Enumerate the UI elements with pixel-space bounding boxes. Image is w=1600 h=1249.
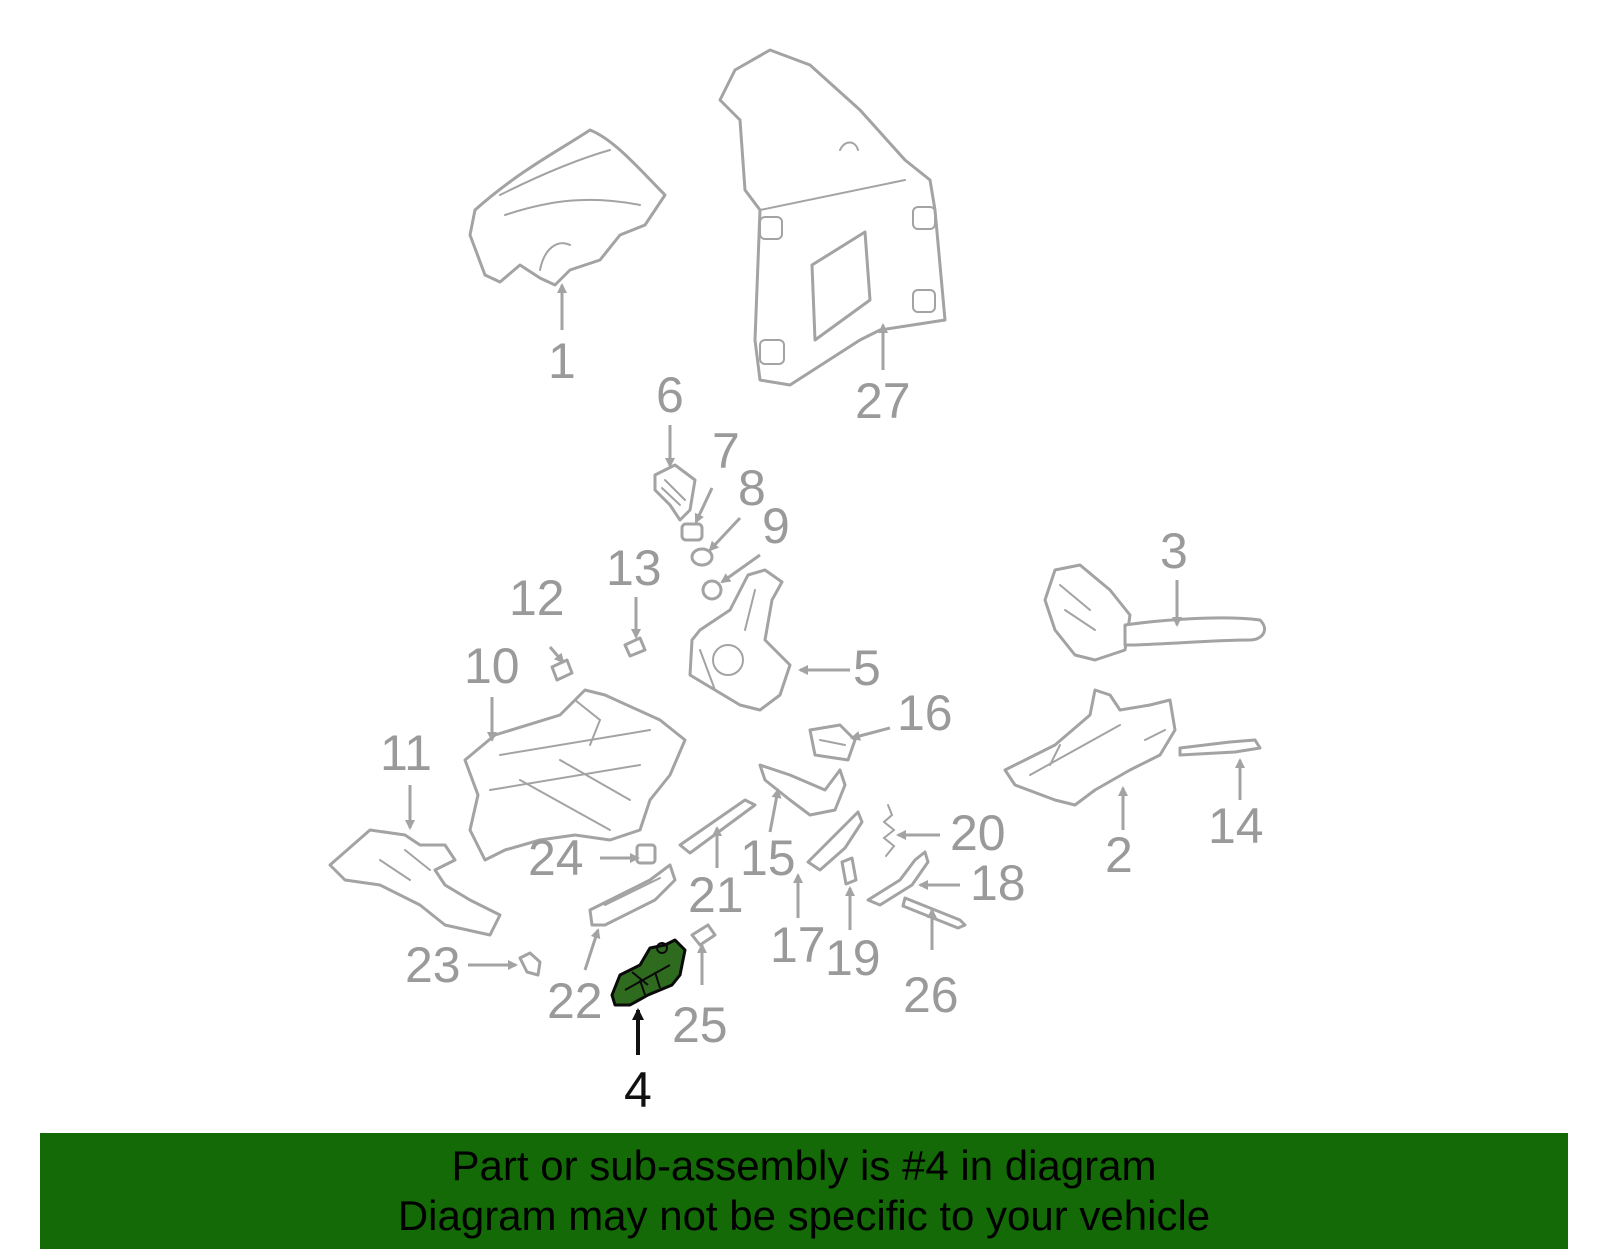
part-20-spring bbox=[882, 804, 896, 857]
part-14-pin bbox=[1178, 738, 1262, 757]
part-11-lower-bracket bbox=[328, 828, 502, 937]
callout-18: 18 bbox=[970, 855, 1026, 911]
callout-26: 26 bbox=[903, 967, 959, 1023]
banner-line-1: Part or sub-assembly is #4 in diagram bbox=[451, 1142, 1157, 1189]
part-6-lock-cylinder bbox=[653, 463, 697, 522]
callout-16: 16 bbox=[897, 685, 953, 741]
callout-19: 19 bbox=[825, 930, 881, 986]
part-23-bolt bbox=[518, 951, 542, 977]
info-banner: Part or sub-assembly is #4 in diagram Di… bbox=[40, 1133, 1568, 1249]
callout-21: 21 bbox=[688, 867, 744, 923]
callout-25: 25 bbox=[672, 997, 728, 1053]
part-15-arm bbox=[758, 763, 847, 817]
part-16-bracket bbox=[808, 723, 857, 762]
callout-14: 14 bbox=[1208, 798, 1264, 854]
part-7-clip bbox=[680, 522, 704, 542]
part-24-clip bbox=[635, 843, 657, 865]
callout-2: 2 bbox=[1105, 827, 1133, 883]
callout-12: 12 bbox=[509, 570, 565, 626]
callout-24: 24 bbox=[528, 830, 584, 886]
part-2-lower-shroud bbox=[1003, 688, 1177, 807]
callout-20: 20 bbox=[950, 805, 1006, 861]
part-27-bracket bbox=[718, 48, 947, 387]
part-22-slide bbox=[588, 863, 677, 927]
callout-9: 9 bbox=[762, 498, 790, 554]
banner-line-2: Diagram may not be specific to your vehi… bbox=[397, 1192, 1211, 1239]
part-17-lever bbox=[806, 810, 864, 872]
part-19-spring bbox=[840, 856, 858, 886]
callout-3: 3 bbox=[1160, 523, 1188, 579]
callout-11: 11 bbox=[380, 725, 432, 781]
callout-5: 5 bbox=[853, 640, 881, 696]
part-1-shroud bbox=[468, 128, 667, 287]
callout-10: 10 bbox=[464, 638, 520, 694]
part-10-column-jacket bbox=[463, 688, 687, 862]
part-26-rod bbox=[901, 896, 967, 930]
part-18-lever bbox=[866, 850, 930, 907]
callout-22: 22 bbox=[547, 973, 603, 1029]
part-13-bolt bbox=[623, 636, 647, 658]
callout-labels: 1 27 6 7 8 9 13 12 5 3 10 11 16 15 21 2 … bbox=[380, 333, 1264, 1118]
part-4-highlighted[interactable] bbox=[610, 938, 687, 1007]
part-3-multifunction-switch bbox=[1043, 563, 1266, 662]
callout-13: 13 bbox=[606, 540, 662, 596]
part-8-clip bbox=[690, 547, 714, 567]
callout-15: 15 bbox=[740, 830, 796, 886]
part-9-gear bbox=[701, 579, 723, 601]
callout-1: 1 bbox=[548, 333, 576, 389]
part-12-bolt bbox=[550, 658, 574, 682]
callout-6: 6 bbox=[656, 367, 684, 423]
callout-23: 23 bbox=[405, 937, 461, 993]
callout-17: 17 bbox=[770, 917, 826, 973]
callout-4-highlighted: 4 bbox=[624, 1062, 652, 1118]
part-5-lock-housing bbox=[688, 568, 792, 712]
callout-8: 8 bbox=[738, 460, 766, 516]
part-25-spring bbox=[690, 923, 717, 947]
callout-27: 27 bbox=[855, 373, 911, 429]
callout-7: 7 bbox=[712, 423, 740, 479]
leader-lines bbox=[405, 283, 1245, 1055]
